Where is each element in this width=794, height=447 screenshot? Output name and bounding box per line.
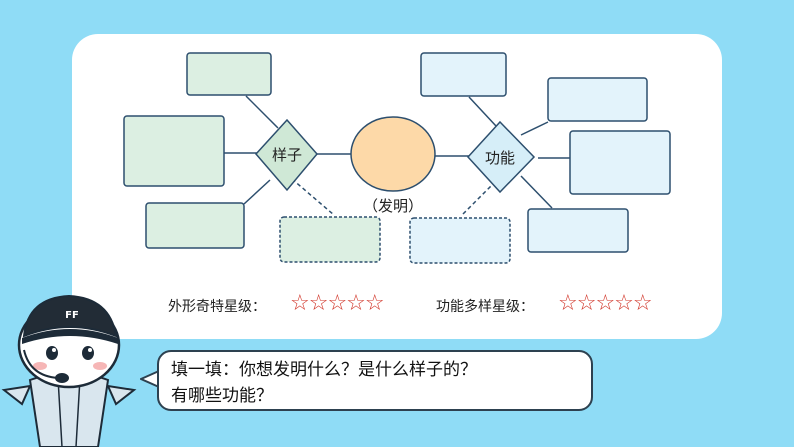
function-boxes — [409, 52, 671, 264]
mascot-eye-left — [46, 346, 58, 360]
invention-label: （发明） — [363, 197, 423, 215]
function-box[interactable] — [547, 77, 648, 122]
appearance-boxes — [123, 52, 381, 263]
mascot-headset — [23, 349, 59, 379]
appearance-rating-stars[interactable]: ☆☆☆☆☆ — [290, 291, 385, 316]
invention-circle[interactable] — [350, 116, 436, 192]
mascot-eye-shine — [88, 348, 92, 352]
speech-bubble-line-1: 填一填：你想发明什么？是什么样子的？ — [171, 360, 477, 380]
dashed-connector-line — [462, 178, 499, 215]
connector-line — [245, 95, 279, 129]
function-box-dashed[interactable] — [409, 217, 511, 264]
mascot-cap-brim — [22, 329, 118, 344]
dashed-connector-line — [291, 178, 335, 216]
connector-lines — [224, 95, 570, 216]
function-diamond — [466, 120, 536, 194]
appearance-diamond — [254, 118, 318, 192]
mascot-cheek — [33, 362, 47, 370]
connector-line — [520, 175, 553, 209]
speech-bubble-tail — [140, 370, 160, 388]
appearance-box-dashed[interactable] — [279, 216, 381, 263]
function-box[interactable] — [569, 130, 671, 195]
microphone-icon — [55, 373, 69, 383]
appearance-box[interactable] — [145, 202, 245, 249]
function-rating-label: 功能多样星级： — [436, 299, 534, 315]
mascot-cap — [22, 294, 118, 338]
speech-bubble-line-2: 有哪些功能？ — [171, 386, 273, 406]
appearance-diamond-label: 样子 — [272, 146, 302, 164]
function-box[interactable] — [527, 208, 629, 253]
connector-line — [520, 121, 549, 136]
connector-line — [468, 96, 497, 127]
function-box[interactable] — [420, 52, 507, 97]
connector-line — [243, 179, 271, 205]
speech-bubble: 填一填：你想发明什么？是什么样子的？ 有哪些功能？ — [157, 350, 593, 411]
mascot-cap-text: FF — [65, 310, 79, 321]
appearance-rating-label: 外形奇特星级： — [168, 299, 266, 315]
mascot-arm-left — [1, 384, 32, 406]
mascot-eye-shine — [52, 348, 56, 352]
mascot-eye-right — [82, 346, 94, 360]
mascot-cheek — [93, 362, 107, 370]
appearance-box[interactable] — [186, 52, 272, 96]
mascot: FF — [1, 294, 137, 447]
mascot-arm-right — [106, 384, 137, 406]
appearance-box[interactable] — [123, 115, 225, 187]
function-diamond-label: 功能 — [485, 149, 515, 167]
function-rating-stars[interactable]: ☆☆☆☆☆ — [558, 291, 653, 316]
mascot-strap — [57, 377, 81, 447]
